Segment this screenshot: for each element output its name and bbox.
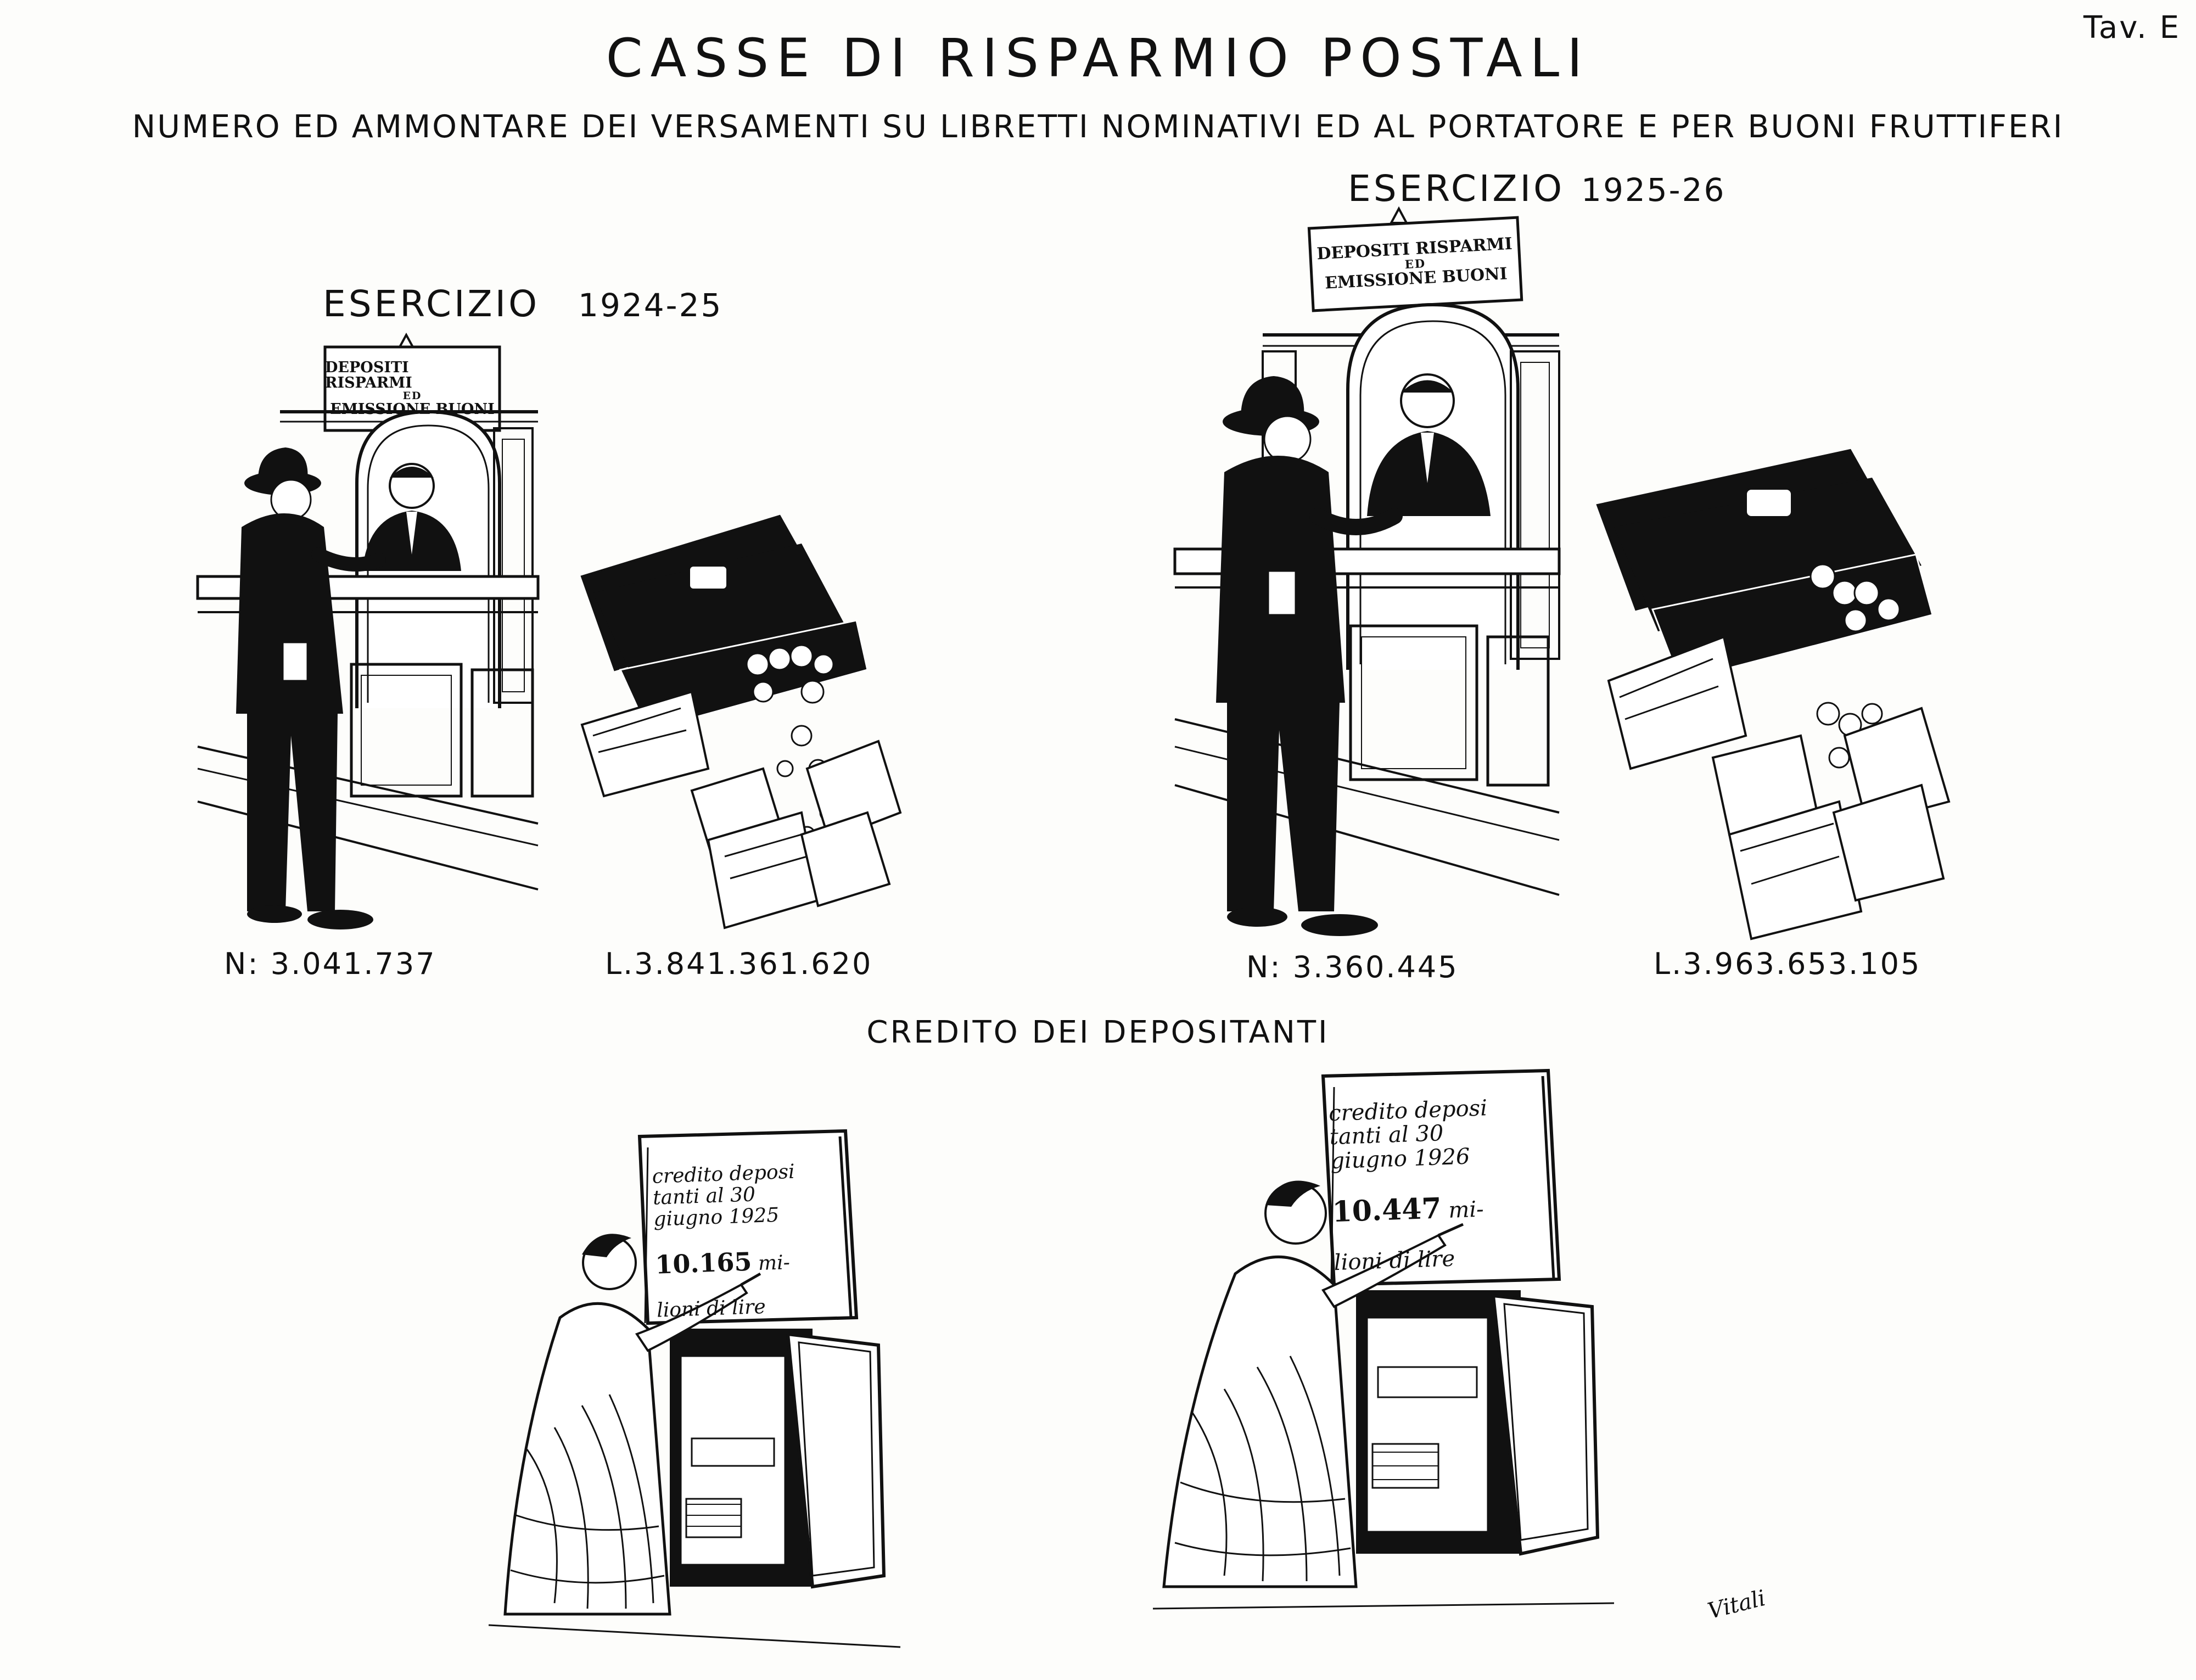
panel-1-count: N: 3.041.737	[224, 947, 436, 981]
panel-1-year: 1924-25	[578, 287, 723, 324]
panel-1-sign-line3: EMISSIONE BUONI	[330, 401, 495, 418]
plate-label: Tav. E	[2083, 10, 2181, 46]
panel-2-year: 1925-26	[1581, 171, 1726, 209]
book-1926-suffix: mi-	[1448, 1196, 1484, 1223]
credit-1926-illustration	[1152, 1068, 1615, 1610]
book-1925-value: 10.165	[654, 1246, 753, 1280]
panel-2-money-bag-illustration	[1596, 449, 1951, 940]
credit-section-title: CREDITO DEI DEPOSITANTI	[866, 1015, 1330, 1050]
panel-2-amount: L.3.963.653.105	[1654, 947, 1922, 981]
book-1926-page: credito deposi tanti al 30 giugno 1926 1…	[1327, 1072, 1533, 1299]
panel-1-sign-line2: ED	[402, 390, 422, 402]
panel-2-count: N: 3.360.445	[1246, 950, 1459, 984]
book-1925-tail: lioni di lire	[656, 1295, 766, 1322]
book-1925-suffix: mi-	[758, 1251, 791, 1275]
credit-1925-illustration	[488, 1129, 901, 1648]
panel-1-counter-illustration	[196, 332, 540, 929]
panel-1-year-heading: ESERCIZIO 1924-25	[323, 283, 722, 325]
book-1926-value: 10.447	[1331, 1191, 1442, 1229]
panel-2-year-label: ESERCIZIO	[1348, 167, 1565, 210]
book-1926-text: credito deposi tanti al 30 giugno 1926	[1328, 1095, 1488, 1174]
panel-1-money-bag-illustration	[580, 514, 902, 929]
panel-1-amount: L.3.841.361.620	[605, 947, 873, 981]
page-title: CASSE DI RISPARMIO POSTALI	[606, 27, 1590, 89]
book-1926-tail: lioni di lire	[1334, 1246, 1455, 1276]
artist-signature: Vitali	[1705, 1585, 1768, 1625]
panel-2-year-heading: ESERCIZIO 1925-26	[1348, 167, 1726, 210]
book-1925-page: credito deposi tanti al 30 giugno 1925 1…	[651, 1139, 839, 1343]
page-subtitle: NUMERO ED AMMONTARE DEI VERSAMENTI SU LI…	[132, 109, 2064, 145]
panel-2-counter-illustration	[1173, 206, 1561, 936]
panel-2-sign-line3: EMISSIONE BUONI	[1324, 264, 1508, 293]
panel-2-sign: DEPOSITI RISPARMI ED EMISSIONE BUONI	[1309, 217, 1521, 311]
panel-1-sign: DEPOSITI RISPARMI ED EMISSIONE BUONI	[325, 347, 500, 430]
book-1925-text: credito deposi tanti al 30 giugno 1925	[652, 1160, 796, 1231]
panel-1-year-label: ESERCIZIO	[323, 283, 540, 325]
panel-1-sign-line1: DEPOSITI RISPARMI	[325, 359, 412, 391]
